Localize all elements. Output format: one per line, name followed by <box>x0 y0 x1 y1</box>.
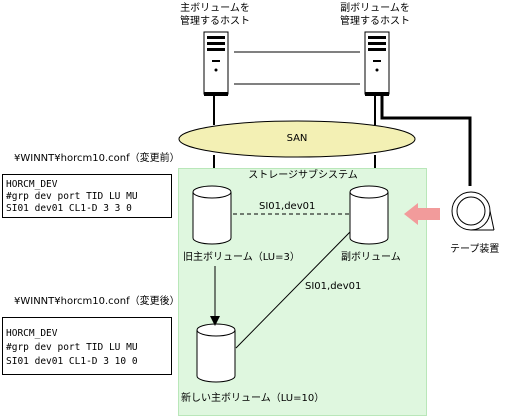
tape-device-icon <box>451 191 495 231</box>
tape-link <box>380 96 472 186</box>
new-pair-line <box>235 231 351 349</box>
tape-device-label: テープ装置 <box>450 244 500 255</box>
config-before-line-2: #grp dev port TID LU MU <box>6 191 138 202</box>
secondary-volume-cylinder <box>349 185 389 245</box>
config-after-line-1: HORCM_DEV <box>6 328 58 339</box>
config-after-box: HORCM_DEV #grp dev port TID LU MU SI01 d… <box>2 317 172 375</box>
config-after-line-2: #grp dev port TID LU MU <box>6 342 138 353</box>
config-before-box: HORCM_DEV #grp dev port TID LU MU SI01 d… <box>2 174 172 218</box>
backup-arrow <box>404 203 440 225</box>
config-after-line-3: SI01 dev01 CL1-D 3 10 0 <box>6 356 138 367</box>
primary-host-icon <box>203 31 229 96</box>
old-primary-volume-cylinder <box>192 185 232 245</box>
san-label: SAN <box>286 133 308 144</box>
old-primary-volume-label: 旧主ボリューム（LU=3） <box>183 252 300 263</box>
migration-arrow-head <box>210 316 220 326</box>
new-primary-volume-cylinder <box>196 323 236 383</box>
secondary-host-label-line2: 管理するホスト <box>340 16 410 27</box>
config-before-title: ¥WINNT¥horcm10.conf（変更前） <box>14 153 180 164</box>
config-after-title: ¥WINNT¥horcm10.conf（変更後） <box>14 296 180 307</box>
secondary-volume-label: 副ボリューム <box>341 252 401 263</box>
secondary-host-label-line1: 副ボリュームを <box>340 3 410 14</box>
new-pair-label: SI01,dev01 <box>305 281 362 292</box>
primary-host-label-line1: 主ボリュームを <box>180 3 250 14</box>
old-pair-label: SI01,dev01 <box>259 201 316 212</box>
primary-host-label-line2: 管理するホスト <box>180 16 250 27</box>
new-primary-volume-label: 新しい主ボリューム（LU=10） <box>181 393 325 404</box>
secondary-host-icon <box>364 31 390 96</box>
san-ellipse <box>178 120 416 158</box>
subsystem-label: ストレージサブシステム <box>248 170 358 181</box>
config-before-line-3: SI01 dev01 CL1-D 3 3 0 <box>6 203 132 214</box>
config-before-line-1: HORCM_DEV <box>6 179 58 190</box>
